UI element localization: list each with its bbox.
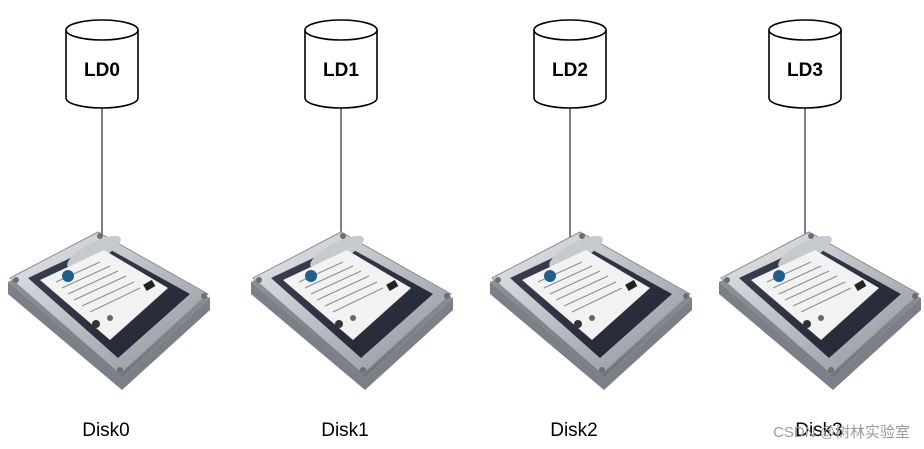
hard-drive-image-3	[718, 229, 922, 391]
logical-drive-cylinder-0: LD0	[65, 19, 139, 109]
disk-label-3: Disk3	[795, 420, 843, 441]
logical-drive-cylinder-2: LD2	[533, 19, 607, 109]
logical-drive-label-1: LD1	[323, 60, 359, 81]
logical-drive-label-2: LD2	[552, 60, 588, 81]
disk-label-1: Disk1	[321, 420, 369, 441]
disk-label-0: Disk0	[82, 420, 130, 441]
logical-drive-label-0: LD0	[84, 60, 120, 81]
disk-label-2: Disk2	[550, 420, 598, 441]
watermark-text: CSDN @树林实验室	[773, 424, 910, 441]
hard-drive-image-0	[7, 229, 211, 391]
hard-drive-image-1	[250, 229, 454, 391]
logical-drive-label-3: LD3	[787, 60, 823, 81]
logical-drive-cylinder-1: LD1	[304, 19, 378, 109]
hard-drive-image-2	[489, 229, 693, 391]
logical-drive-cylinder-3: LD3	[768, 19, 842, 109]
